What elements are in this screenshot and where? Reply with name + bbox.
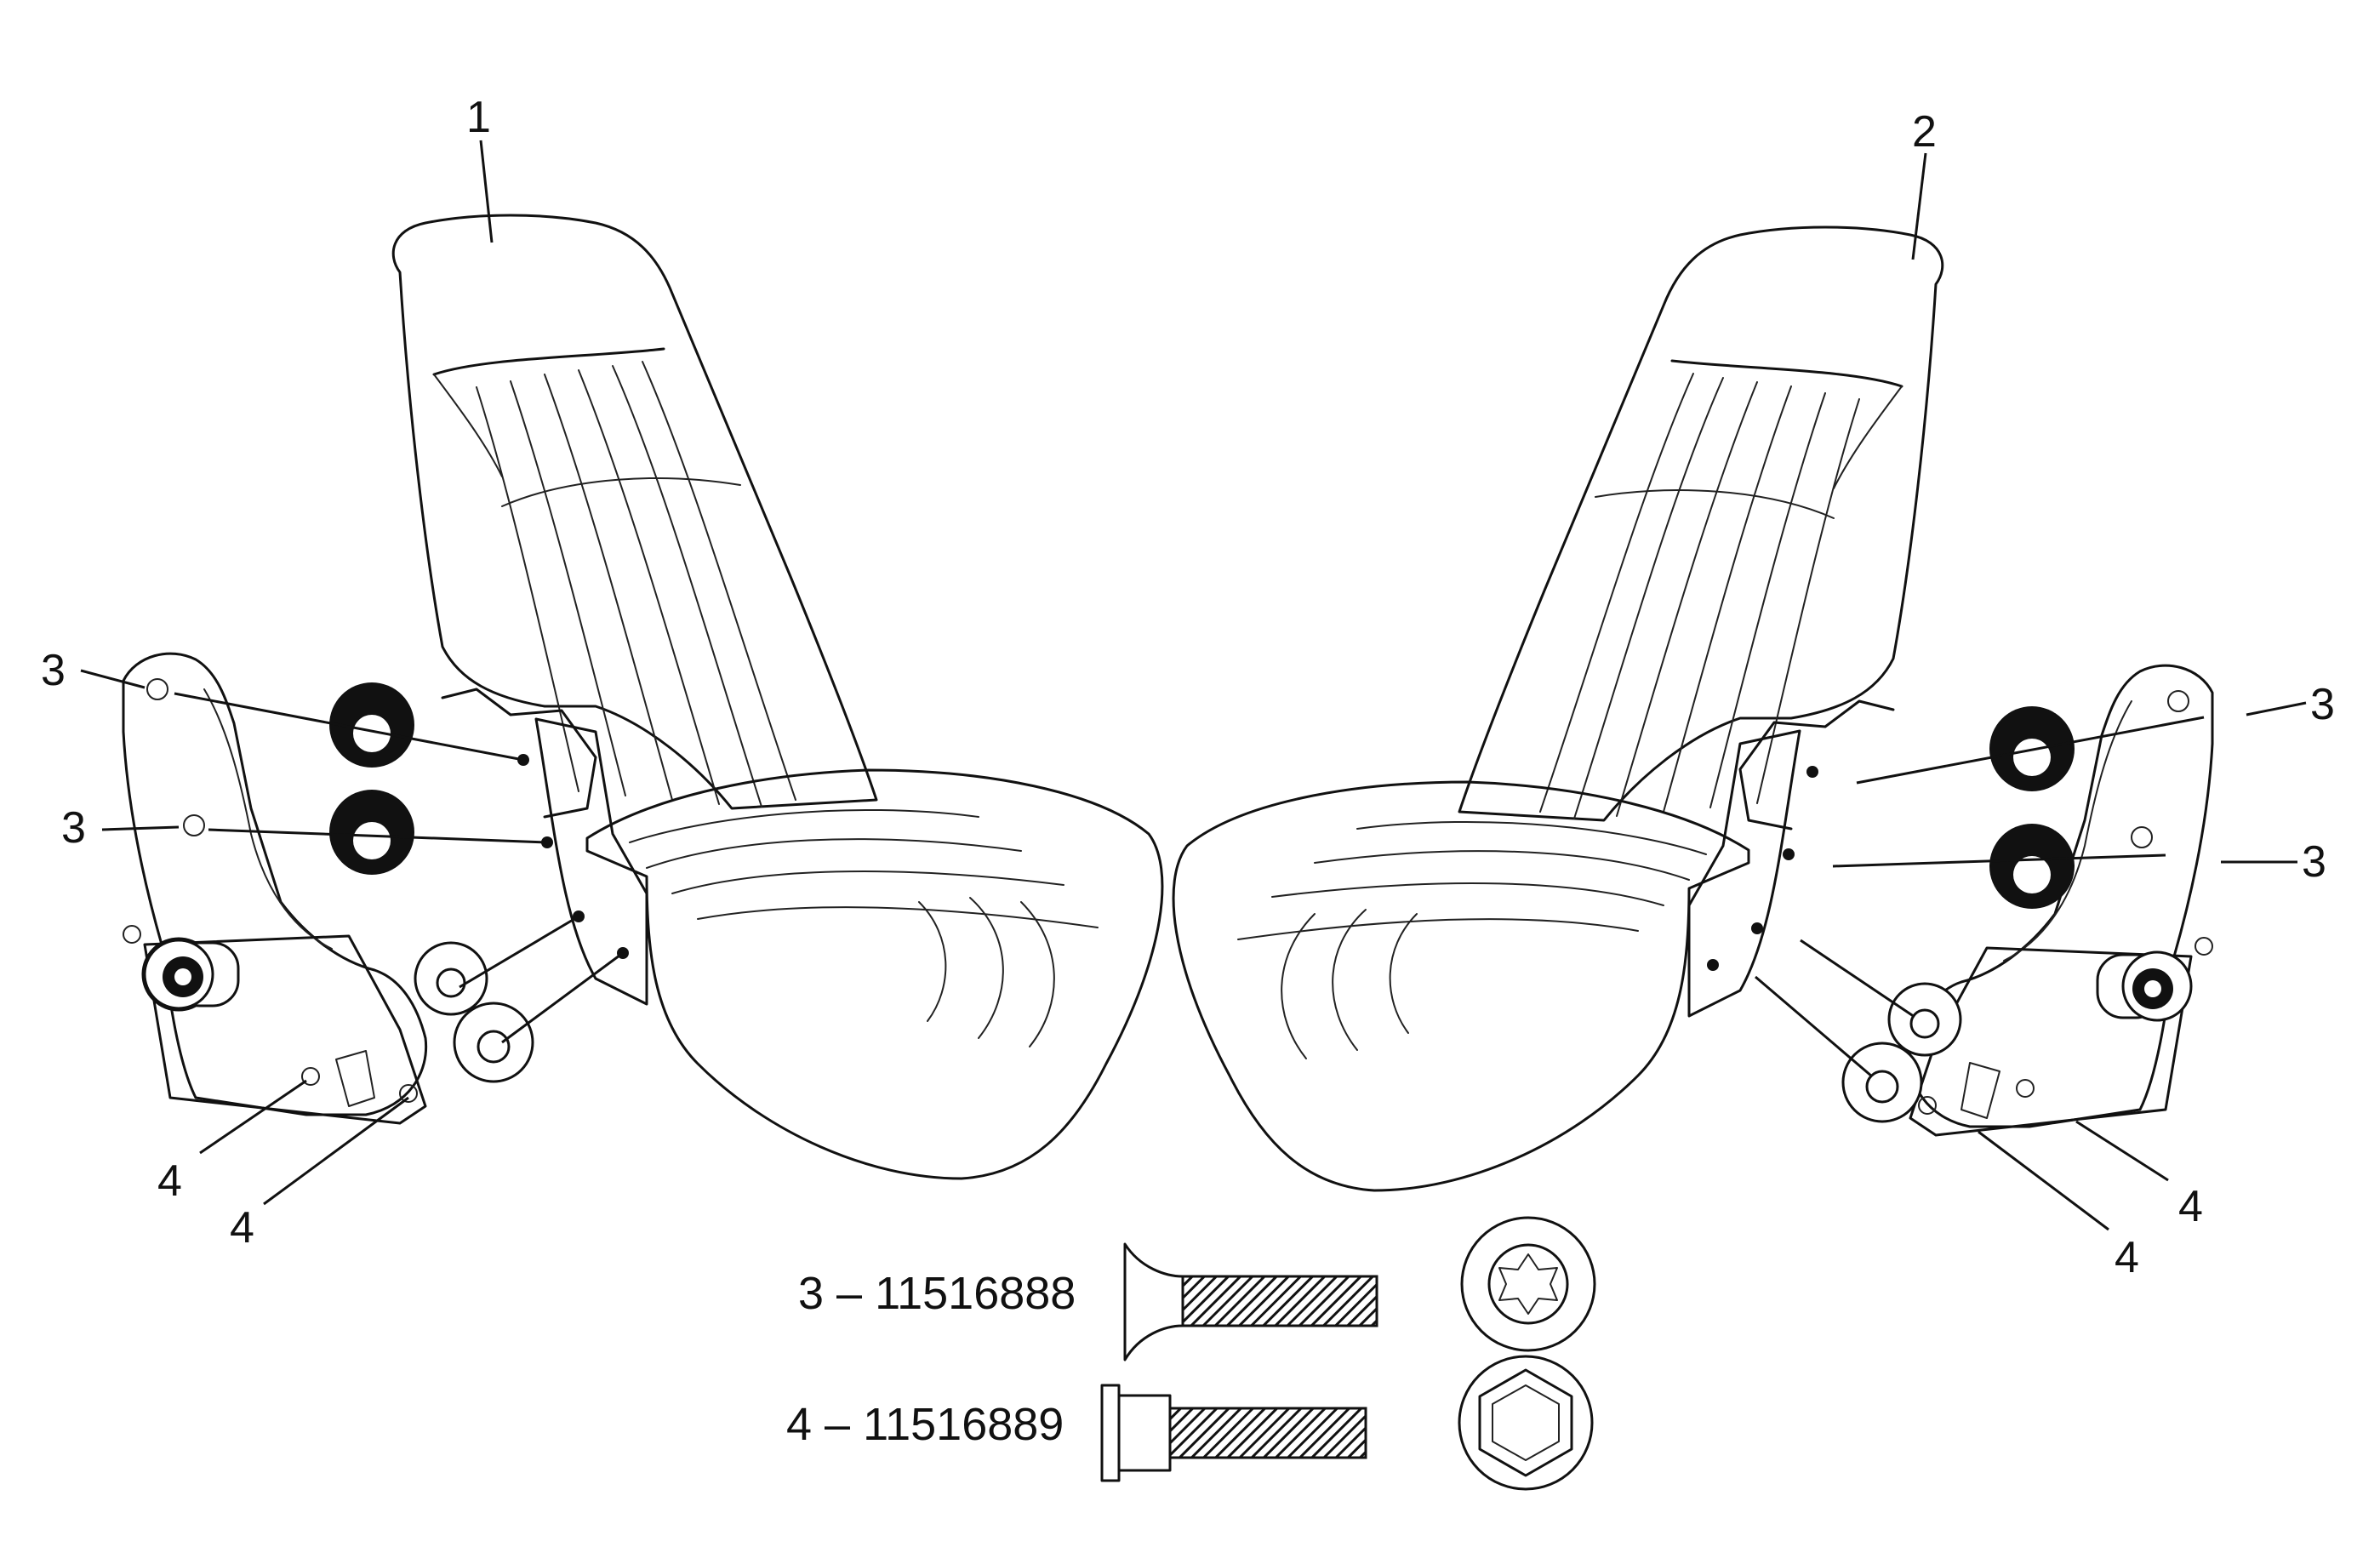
- callout-3-right-lower: 3: [2302, 837, 2326, 887]
- callout-4-left-b: 4: [230, 1203, 254, 1253]
- seat-right: [1172, 225, 1944, 1192]
- torx-head-icon: [1460, 1216, 1596, 1352]
- callout-3-right-upper: 3: [2310, 680, 2335, 729]
- washer-left-1: [414, 941, 488, 1016]
- hex-bolt-icon: [1100, 1384, 1367, 1482]
- hex-head-icon: [1458, 1355, 1594, 1491]
- legend-row-4: 4 – 11516889: [786, 1355, 1594, 1491]
- torx-bolt-icon: [1123, 1242, 1378, 1361]
- alignment-lines-right: [1755, 716, 2205, 1078]
- legend-label-4: 4 – 11516889: [786, 1399, 1064, 1450]
- spacer-left-upper: [329, 682, 414, 768]
- callout-2: 2: [1912, 107, 1937, 157]
- callout-4-right-a: 4: [2178, 1182, 2203, 1231]
- recliner-bracket-right: [1908, 664, 2214, 1137]
- callout-4-left-a: 4: [157, 1156, 182, 1206]
- callout-3-left-upper: 3: [41, 646, 66, 695]
- legend-row-3: 3 – 11516888: [798, 1216, 1596, 1361]
- callout-1: 1: [466, 93, 491, 142]
- washer-right-1: [1887, 982, 1962, 1057]
- alignment-lines-left: [174, 692, 624, 1044]
- callout-leaders: [80, 140, 2307, 1231]
- legend-label-3: 3 – 11516888: [798, 1268, 1076, 1319]
- recliner-bracket-left: [122, 652, 428, 1125]
- spacer-left-lower: [329, 790, 414, 875]
- callout-3-left-lower: 3: [61, 803, 86, 853]
- callout-4-right-b: 4: [2115, 1233, 2139, 1282]
- washer-left-2: [453, 1002, 534, 1083]
- washer-right-2: [1841, 1042, 1923, 1123]
- spacer-right-lower: [1989, 824, 2075, 909]
- seat-left: [391, 214, 1164, 1180]
